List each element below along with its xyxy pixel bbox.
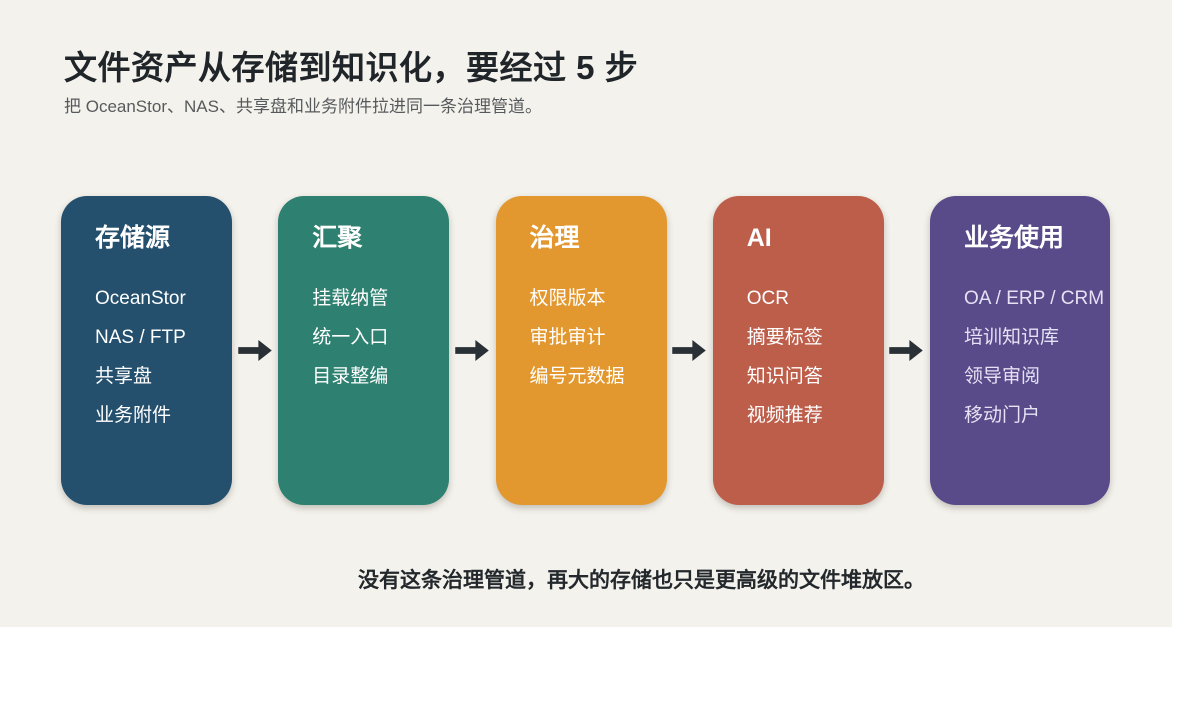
step-title: 业务使用 <box>964 224 1065 252</box>
step-card-aggregation: 汇聚 挂载纳管 统一入口 目录整编 <box>278 196 450 505</box>
step-item: 审批审计 <box>529 327 606 348</box>
step-card-business-use: 业务使用 OA / ERP / CRM 培训知识库 领导审阅 移动门户 <box>930 196 1110 505</box>
flow-arrow <box>232 196 278 505</box>
step-item: 摘要标签 <box>746 327 823 348</box>
step-item: 编号元数据 <box>529 366 625 387</box>
step-item: 领导审阅 <box>964 366 1041 387</box>
flow-arrow <box>667 196 713 505</box>
step-card-ai: AI OCR 摘要标签 知识问答 视频推荐 <box>712 196 884 505</box>
step-title: 存储源 <box>95 224 171 252</box>
right-arrow-icon <box>237 339 272 362</box>
step-item: 共享盘 <box>95 366 153 387</box>
step-item: NAS / FTP <box>95 327 186 348</box>
step-item: OA / ERP / CRM <box>964 288 1105 309</box>
right-arrow-icon <box>455 339 489 362</box>
step-item: 视频推荐 <box>746 405 823 426</box>
step-item: 培训知识库 <box>964 327 1060 348</box>
step-item: 目录整编 <box>312 366 389 387</box>
flow-arrow <box>884 196 930 505</box>
step-title: 治理 <box>529 224 580 252</box>
step-item-list: OceanStor NAS / FTP 共享盘 业务附件 <box>95 279 232 435</box>
right-arrow-icon <box>889 339 924 362</box>
slide-canvas: 文件资产从存储到知识化，要经过 5 步 把 OceanStor、NAS、共享盘和… <box>0 0 1172 627</box>
step-card-storage-source: 存储源 OceanStor NAS / FTP 共享盘 业务附件 <box>61 196 232 505</box>
right-arrow-icon <box>672 339 706 362</box>
step-item-list: OA / ERP / CRM 培训知识库 领导审阅 移动门户 <box>964 279 1110 435</box>
step-item-list: 权限版本 审批审计 编号元数据 <box>530 279 667 396</box>
pipeline-flow: 存储源 OceanStor NAS / FTP 共享盘 业务附件 汇聚 挂载纳管… <box>61 196 1110 505</box>
step-item: 业务附件 <box>95 405 172 426</box>
step-item-list: 挂载纳管 统一入口 目录整编 <box>312 279 449 396</box>
step-item: 移动门户 <box>964 405 1041 426</box>
flow-arrow <box>449 196 495 505</box>
step-title: AI <box>746 224 772 252</box>
step-item-list: OCR 摘要标签 知识问答 视频推荐 <box>747 279 884 435</box>
step-card-governance: 治理 权限版本 审批审计 编号元数据 <box>495 196 667 505</box>
step-item: 权限版本 <box>529 288 606 309</box>
step-title: 汇聚 <box>312 224 363 252</box>
page-subtitle: 把 OceanStor、NAS、共享盘和业务附件拉进同一条治理管道。 <box>64 97 542 116</box>
page-title: 文件资产从存储到知识化，要经过 5 步 <box>64 49 639 86</box>
step-item: OCR <box>746 288 789 309</box>
step-item: 统一入口 <box>312 327 389 348</box>
step-item: 知识问答 <box>746 366 823 387</box>
step-item: 挂载纳管 <box>312 288 389 309</box>
header: 文件资产从存储到知识化，要经过 5 步 把 OceanStor、NAS、共享盘和… <box>64 46 638 119</box>
footer-note: 没有这条治理管道，再大的存储也只是更高级的文件堆放区。 <box>358 569 925 592</box>
step-item: OceanStor <box>95 288 186 309</box>
